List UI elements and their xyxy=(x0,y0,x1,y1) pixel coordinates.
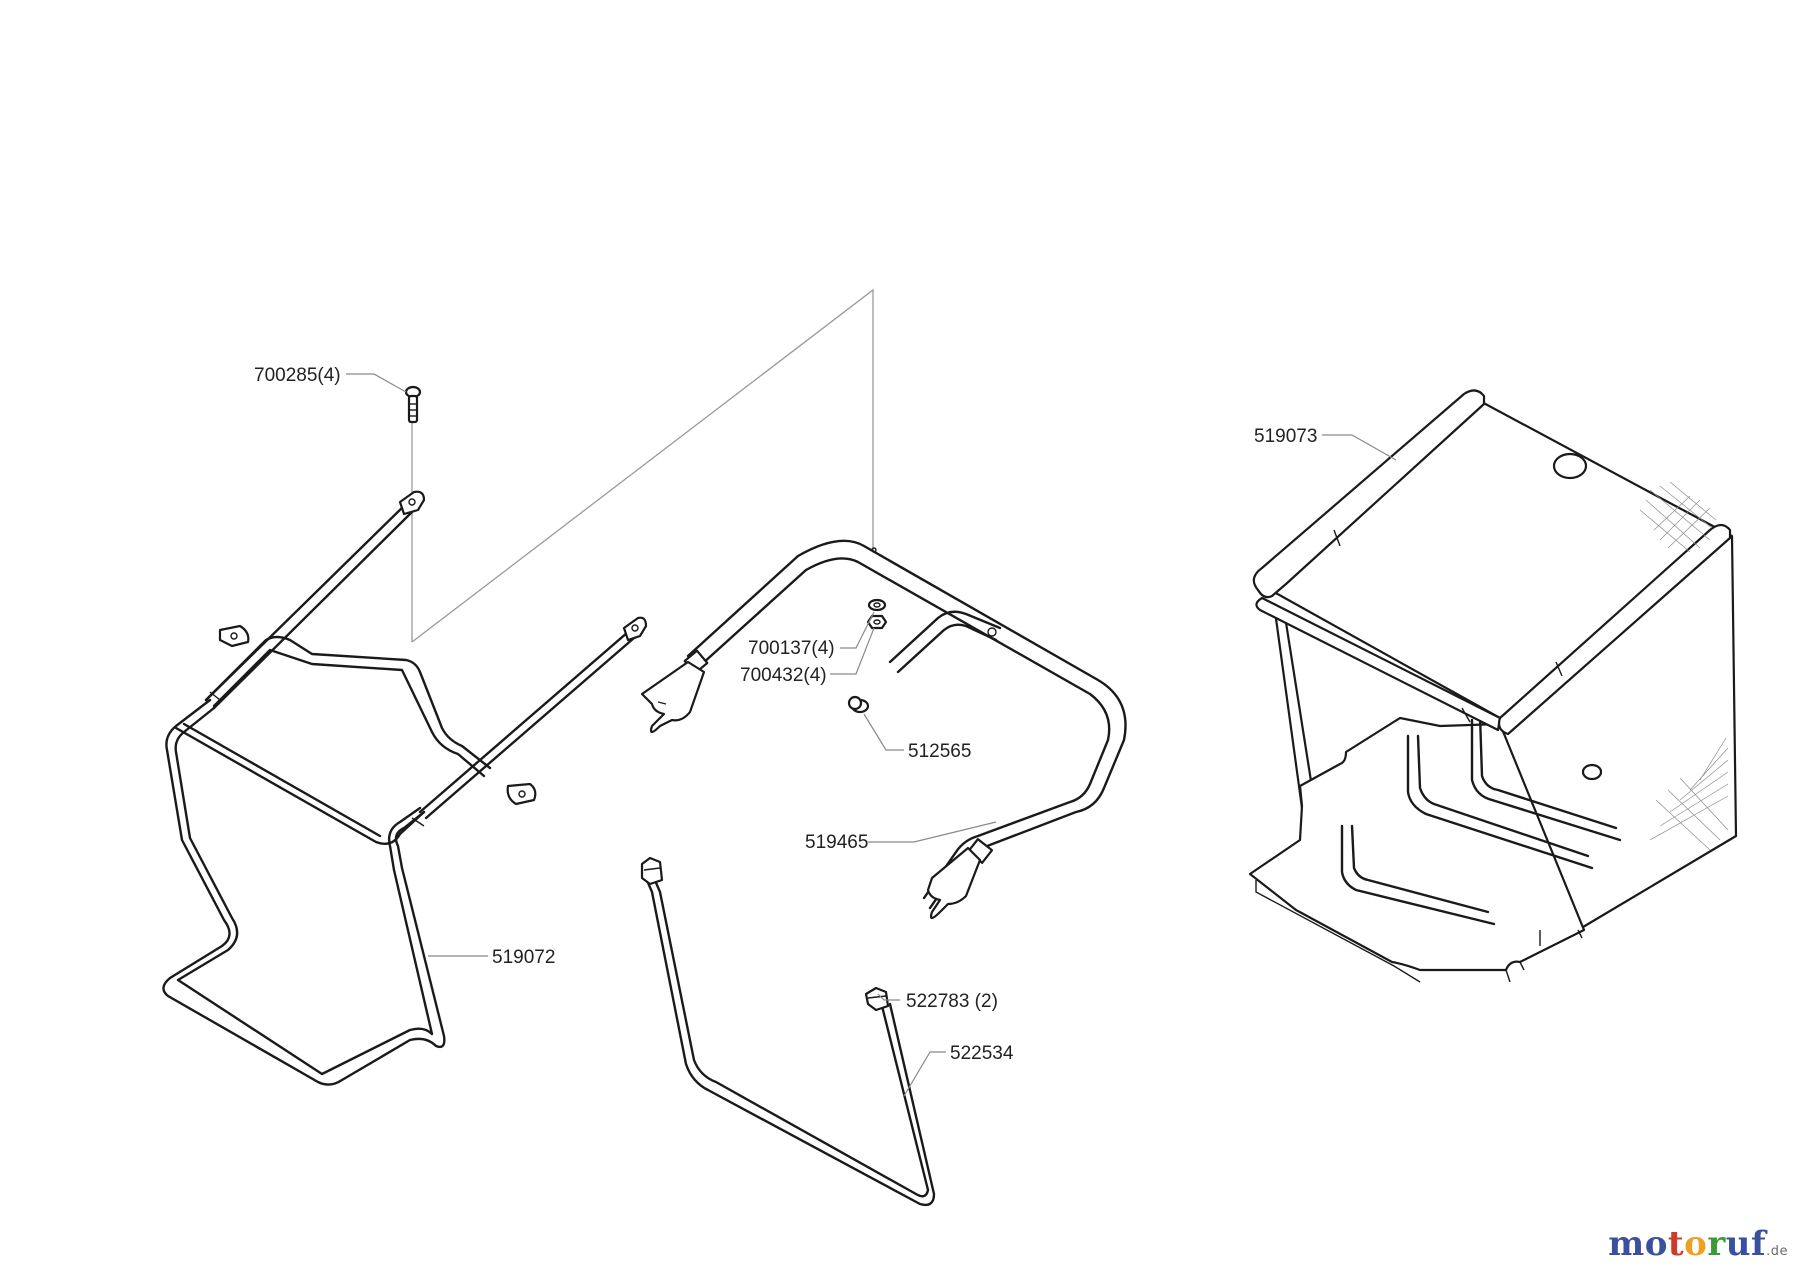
watermark-letter-o: o xyxy=(1644,1224,1668,1264)
rod-522534 xyxy=(644,876,936,1207)
cap-522783-b xyxy=(864,986,890,1012)
watermark-letter-t: t xyxy=(1667,1224,1685,1264)
callout-512565: 512565 xyxy=(908,741,971,762)
callout-700137: 700137(4) xyxy=(748,638,835,659)
callout-519465: 519465 xyxy=(805,832,868,853)
washer-700137 xyxy=(867,598,887,612)
catcher-box-519073 xyxy=(1248,389,1738,983)
callout-labels: 700285(4) 519073 700137(4) 700432(4) 512… xyxy=(254,365,1317,1064)
bolt-700285 xyxy=(404,385,422,424)
watermark-letter-m: m xyxy=(1608,1224,1645,1264)
callout-leaders xyxy=(346,373,1397,1097)
callout-700432: 700432(4) xyxy=(740,665,827,686)
shading-hatch xyxy=(1639,481,1729,851)
callout-519073: 519073 xyxy=(1254,426,1317,447)
watermark-letter-r: r xyxy=(1707,1224,1726,1264)
watermark-letter-f: f xyxy=(1750,1224,1767,1264)
callout-522534: 522534 xyxy=(950,1043,1014,1064)
watermark-letter-u: u xyxy=(1725,1224,1751,1264)
cap-512565 xyxy=(847,695,870,714)
watermark-suffix: .de xyxy=(1766,1244,1788,1259)
callout-522783: 522783 (2) xyxy=(906,991,998,1012)
watermark-letter-o2: o xyxy=(1684,1224,1708,1264)
handle-519465 xyxy=(640,539,1127,920)
assembly-guide-lines xyxy=(411,288,874,643)
callout-519072: 519072 xyxy=(492,947,555,968)
motoruf-logo-watermark: motoruf.de xyxy=(1608,1224,1788,1264)
lower-frame-519072 xyxy=(162,490,648,1086)
cap-522783-a xyxy=(640,856,664,886)
callout-700285: 700285(4) xyxy=(254,365,341,386)
